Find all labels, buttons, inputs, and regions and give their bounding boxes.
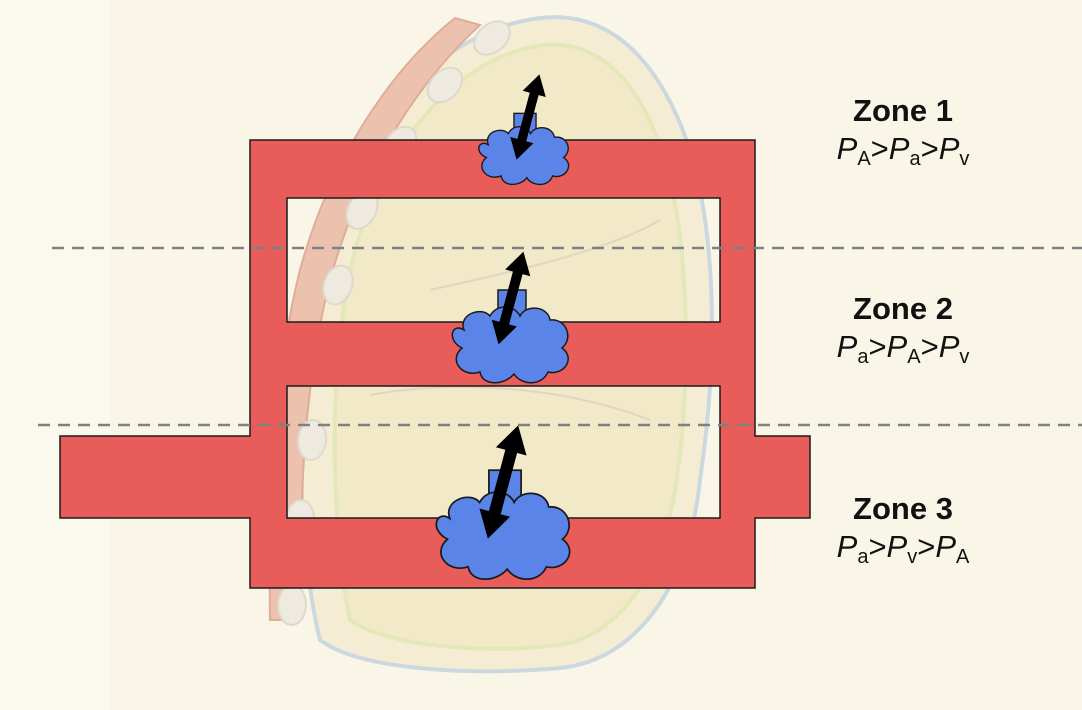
pressure-subscript: a xyxy=(857,346,869,368)
zone-1-label: Zone 1 PA>Pa>Pv xyxy=(793,92,1013,170)
pressure-symbol: P xyxy=(886,529,908,564)
pressure-symbol: P xyxy=(836,529,858,564)
pressure-symbol: P xyxy=(886,329,908,364)
formula-operator: > xyxy=(920,329,939,364)
zone-3-label: Zone 3 Pa>Pv>PA xyxy=(793,490,1013,568)
pressure-subscript: v xyxy=(959,148,970,170)
pressure-symbol: P xyxy=(888,131,910,166)
zone-1-formula: PA>Pa>Pv xyxy=(793,130,1013,170)
pressure-subscript: v xyxy=(907,546,918,568)
formula-operator: > xyxy=(870,131,889,166)
pressure-symbol: P xyxy=(935,529,957,564)
pressure-symbol: P xyxy=(836,131,858,166)
vessel-network xyxy=(59,139,811,589)
lung-lobe-line xyxy=(369,386,651,421)
pressure-subscript: A xyxy=(857,148,871,170)
pressure-subscript: A xyxy=(956,546,970,568)
zone-3-title: Zone 3 xyxy=(853,491,953,526)
pressure-symbol: P xyxy=(938,131,960,166)
zone-2-label: Zone 2 Pa>PA>Pv xyxy=(793,290,1013,368)
pressure-subscript: A xyxy=(907,346,921,368)
formula-operator: > xyxy=(917,529,936,564)
formula-operator: > xyxy=(868,329,887,364)
pressure-subscript: v xyxy=(959,346,970,368)
pressure-symbol: P xyxy=(836,329,858,364)
lung-fissure-line xyxy=(429,219,661,291)
background-strip xyxy=(0,0,110,710)
pressure-subscript: a xyxy=(909,148,921,170)
pressure-symbol: P xyxy=(938,329,960,364)
zone-1-title: Zone 1 xyxy=(853,93,953,128)
zone-2-formula: Pa>PA>Pv xyxy=(793,328,1013,368)
formula-operator: > xyxy=(868,529,887,564)
zone-3-formula: Pa>Pv>PA xyxy=(793,528,1013,568)
zone-2-title: Zone 2 xyxy=(853,291,953,326)
pressure-subscript: a xyxy=(857,546,869,568)
formula-operator: > xyxy=(920,131,939,166)
